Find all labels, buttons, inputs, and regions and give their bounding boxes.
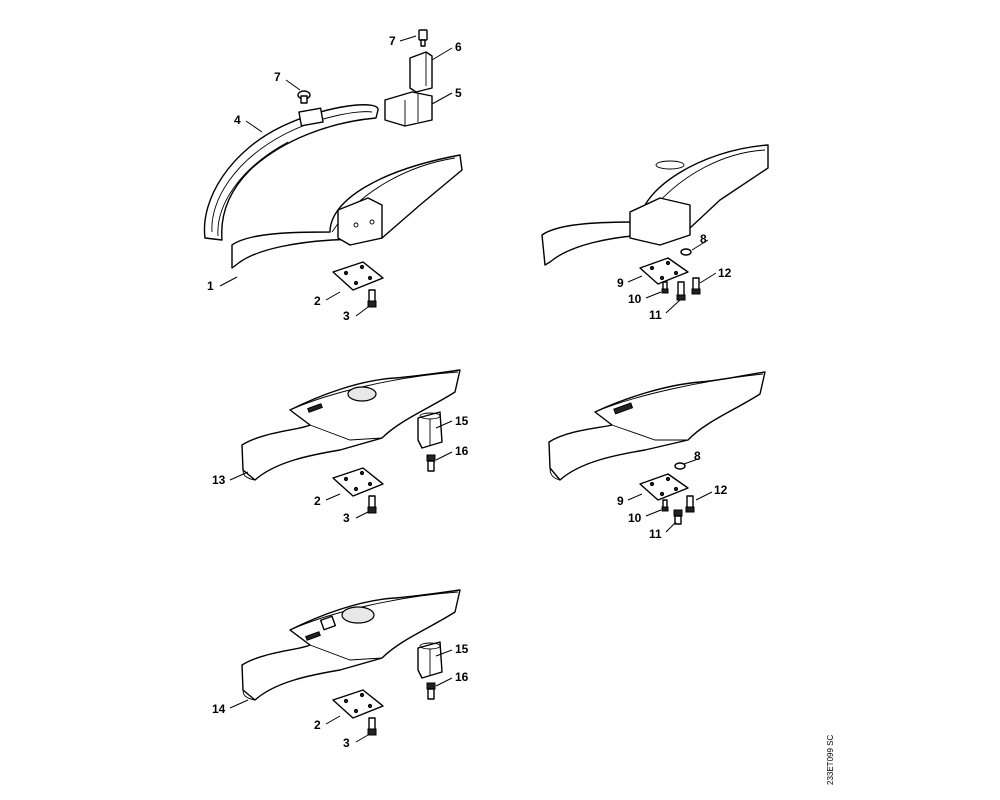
callout-3: 3	[343, 309, 350, 323]
assembly-e: 14 2 3 15 16	[212, 589, 469, 750]
callout-16: 16	[455, 444, 469, 458]
part-12-screw	[685, 495, 695, 513]
callout-9: 9	[617, 276, 624, 290]
part-7-screw	[418, 29, 428, 47]
callout-7: 7	[274, 70, 281, 84]
part-11-screw	[673, 509, 683, 525]
callout-2: 2	[314, 494, 321, 508]
callout-15: 15	[455, 642, 469, 656]
part-5-bracket	[384, 91, 433, 127]
assembly-d: 8 9 10 11 12	[548, 371, 766, 541]
part-9-plate	[639, 257, 689, 285]
callout-3: 3	[343, 511, 350, 525]
part-9-plate	[639, 473, 689, 501]
part-3-screw	[367, 289, 377, 308]
part-14-guard	[241, 589, 461, 701]
part-10-screw	[661, 281, 669, 294]
callout-5: 5	[455, 86, 462, 100]
callout-8: 8	[694, 449, 701, 463]
callout-6: 6	[455, 40, 462, 54]
callout-15: 15	[455, 414, 469, 428]
callout-10: 10	[628, 511, 642, 525]
callout-12: 12	[718, 266, 732, 280]
part-2-plate	[332, 467, 384, 497]
part-16-screw	[426, 682, 436, 700]
callout-8: 8	[700, 232, 707, 246]
part-1-guard	[231, 154, 463, 269]
part-2-plate	[332, 689, 384, 719]
part-6-bracket	[409, 51, 433, 93]
part-12-screw	[691, 277, 701, 295]
assembly-b: 8 9 10 11 12	[541, 144, 769, 322]
callout-16: 16	[455, 670, 469, 684]
part-10-screw	[661, 499, 669, 512]
part-3-screw	[367, 717, 377, 736]
part-8-washer	[674, 462, 686, 470]
callout-13: 13	[212, 473, 226, 487]
part-8-washer	[680, 248, 692, 256]
part-13-guard	[241, 369, 461, 481]
assembly-c: 13 2 3 15 16	[212, 369, 469, 525]
callout-10: 10	[628, 292, 642, 306]
part-15-bracket	[417, 641, 443, 679]
callout-1: 1	[207, 279, 214, 293]
callout-2: 2	[314, 718, 321, 732]
part-16-screw	[426, 454, 436, 472]
callout-12: 12	[714, 483, 728, 497]
part-7-screw	[297, 90, 311, 104]
part-15-bracket	[417, 411, 443, 449]
guard-b	[541, 144, 769, 266]
guard-d	[548, 371, 766, 481]
callout-14: 14	[212, 702, 226, 716]
callout-7: 7	[389, 34, 396, 48]
callout-11: 11	[649, 308, 662, 322]
part-11-screw	[676, 281, 686, 301]
part-2-plate	[332, 261, 384, 291]
part-4-deflector-blade	[203, 104, 379, 241]
drawing-code: 233ET099 SC	[826, 734, 835, 785]
part-3-screw	[367, 495, 377, 514]
callout-2: 2	[314, 294, 321, 308]
callout-9: 9	[617, 494, 624, 508]
callout-11: 11	[649, 527, 662, 541]
callout-3: 3	[343, 736, 350, 750]
assembly-a: 1 2 3 4 5 6 7 7	[203, 29, 463, 323]
callout-4: 4	[234, 113, 241, 127]
